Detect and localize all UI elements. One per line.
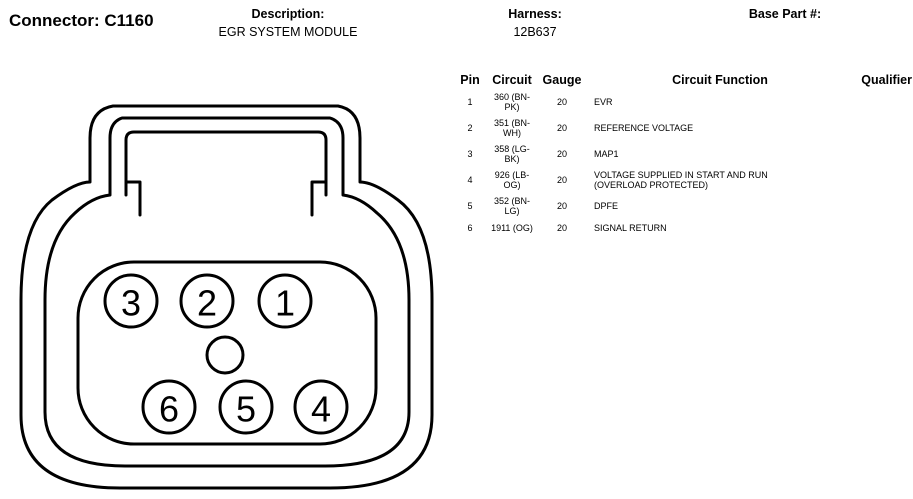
connector-face-diagram: 3 2 1 6 5 4 <box>19 104 434 490</box>
col-header-qualifier: Qualifier <box>861 73 912 87</box>
pin-cell: 6 <box>467 223 473 233</box>
circuit-cell: 351 (BN-WH) <box>493 118 530 138</box>
harness-label: Harness: <box>508 7 562 21</box>
circuit-cell: 352 (BN-LG) <box>493 196 530 216</box>
pin-2-circle <box>179 273 235 329</box>
gauge-cell: 20 <box>556 149 567 159</box>
circuit-cell: 1911 (OG) <box>491 223 533 233</box>
circuit-cell: 360 (BN-PK) <box>493 92 530 112</box>
base-part-label: Base Part #: <box>748 7 822 21</box>
connector-latch <box>124 130 328 197</box>
col-header-gauge: Gauge <box>542 73 582 87</box>
pin-6-circle <box>141 379 197 435</box>
function-cell: MAP1 <box>594 149 619 159</box>
gauge-cell: 20 <box>556 123 567 133</box>
pin-label: 5 <box>236 389 256 430</box>
gauge-cell: 20 <box>556 201 567 211</box>
gauge-cell: 20 <box>556 97 567 107</box>
function-cell: EVR <box>594 97 613 107</box>
pin-label: 4 <box>311 389 331 430</box>
connector-inner-housing <box>43 116 411 468</box>
connector-title: Connector: C1160 <box>9 11 154 30</box>
table-row: 3 358 (LG-BK) 20 MAP1 <box>452 141 912 167</box>
pin-label: 3 <box>121 283 141 324</box>
table-row: 1 360 (BN-PK) 20 EVR <box>452 89 912 115</box>
pin-cell: 2 <box>467 123 473 133</box>
function-cell: SIGNAL RETURN <box>594 223 667 233</box>
col-header-function: Circuit Function <box>672 73 768 87</box>
connector-latch-notch-right <box>310 180 328 217</box>
col-header-pin: Pin <box>460 73 480 87</box>
pin-table-header: Pin Circuit Gauge Circuit Function Quali… <box>452 71 912 89</box>
pin-4-circle <box>293 379 349 435</box>
circuit-cell: 358 (LG-BK) <box>494 144 530 164</box>
qualifier-cell <box>852 193 912 219</box>
pin-cell: 3 <box>467 149 473 159</box>
pin-cavity <box>76 260 378 446</box>
polarization-key <box>205 335 245 375</box>
table-row: 4 926 (LB-OG) 20 VOLTAGE SUPPLIED IN STA… <box>452 167 912 193</box>
pin-1-circle <box>257 273 313 329</box>
qualifier-cell <box>852 89 912 115</box>
col-header-circuit: Circuit <box>492 73 532 87</box>
gauge-cell: 20 <box>556 175 567 185</box>
gauge-cell: 20 <box>556 223 567 233</box>
connector-latch-notch-left <box>124 180 142 217</box>
pin-cell: 5 <box>467 201 473 211</box>
function-cell: VOLTAGE SUPPLIED IN START AND RUN(OVERLO… <box>594 170 768 190</box>
function-cell: DPFE <box>594 201 619 211</box>
description-value: EGR SYSTEM MODULE <box>218 25 358 39</box>
pin-cell: 4 <box>467 175 473 185</box>
table-row: 5 352 (BN-LG) 20 DPFE <box>452 193 912 219</box>
table-row: 6 1911 (OG) 20 SIGNAL RETURN <box>452 219 912 237</box>
circuit-cell: 926 (LB-OG) <box>494 170 530 190</box>
qualifier-cell <box>852 219 912 237</box>
connector-outer-housing <box>19 104 434 490</box>
pin-label: 2 <box>197 283 217 324</box>
harness-value: 12B637 <box>513 25 557 39</box>
qualifier-cell <box>852 115 912 141</box>
description-label: Description: <box>251 7 325 21</box>
pin-label: 6 <box>159 389 179 430</box>
pin-5-circle <box>218 379 274 435</box>
pin-table: Pin Circuit Gauge Circuit Function Quali… <box>452 71 912 237</box>
function-cell: REFERENCE VOLTAGE <box>594 123 694 133</box>
pin-3-circle <box>103 273 159 329</box>
pin-cell: 1 <box>467 97 473 107</box>
qualifier-cell <box>852 167 912 193</box>
table-row: 2 351 (BN-WH) 20 REFERENCE VOLTAGE <box>452 115 912 141</box>
pin-label: 1 <box>275 283 295 324</box>
qualifier-cell <box>852 141 912 167</box>
